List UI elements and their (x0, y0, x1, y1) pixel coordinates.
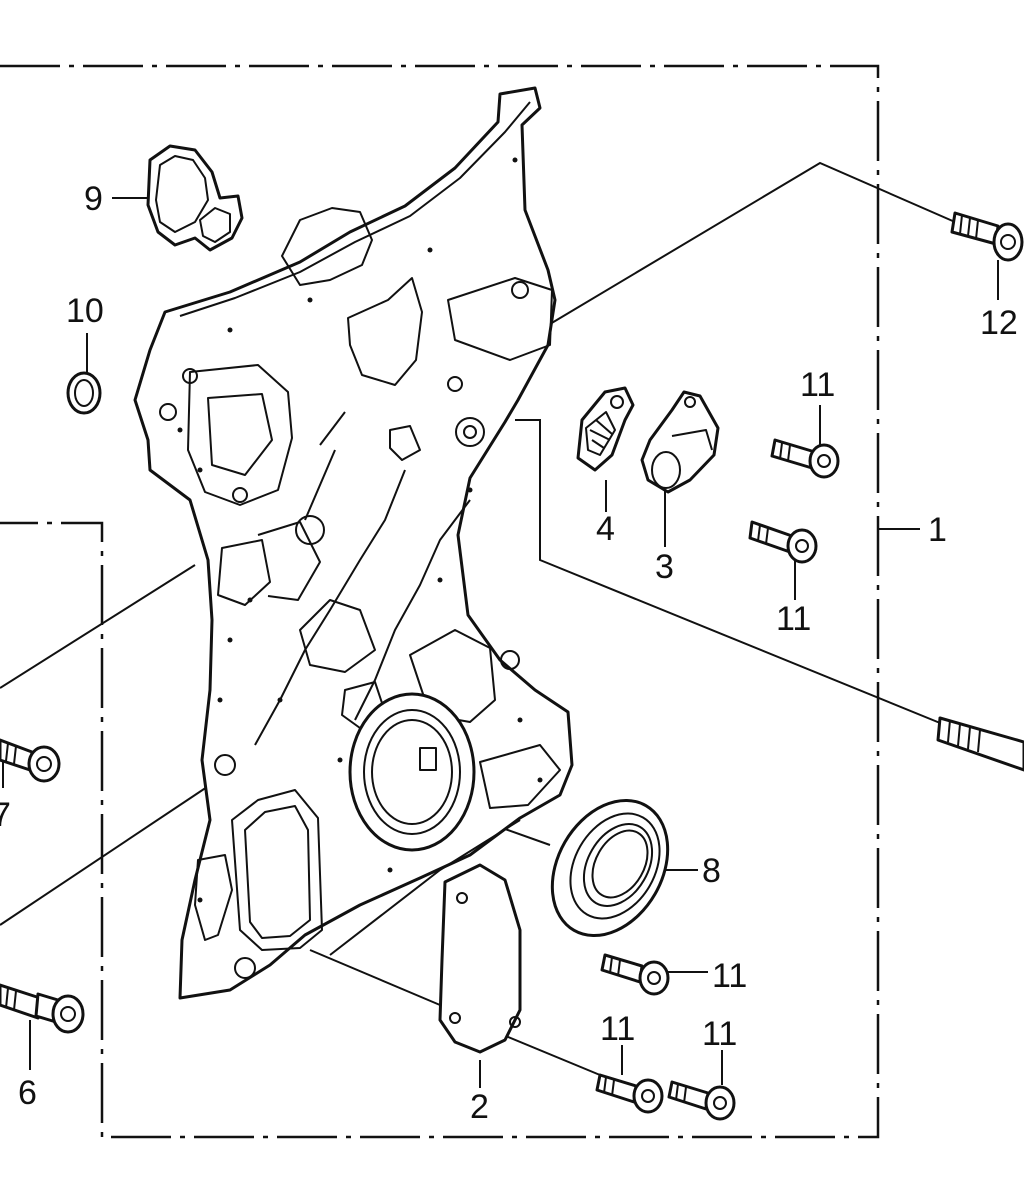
cover-plate-2 (438, 863, 522, 1054)
callout-11d: 11 (600, 1010, 635, 1048)
callout-11c: 11 (712, 957, 747, 995)
bracket-3 (640, 390, 720, 494)
timing-chain-case (133, 86, 574, 1000)
bolt-7 (0, 738, 61, 783)
bolt-6 (0, 983, 85, 1034)
callout-9: 9 (84, 180, 103, 218)
bolt-11a (770, 438, 840, 479)
callout-7: 7 (0, 796, 11, 834)
callout-10: 10 (66, 292, 104, 330)
callout-11e: 11 (702, 1015, 737, 1053)
callout-2: 2 (470, 1088, 489, 1126)
oil-seal-8 (550, 798, 670, 938)
bolt-11e (667, 1080, 736, 1121)
strainer-4 (576, 386, 635, 472)
o-ring-10 (66, 371, 102, 415)
callout-11a: 11 (800, 366, 835, 404)
leader-lines (0, 161, 999, 1088)
callout-labels: 1 2 3 4 6 7 8 9 10 11 11 11 11 11 12 (0, 180, 1018, 1126)
callout-12: 12 (980, 304, 1018, 342)
callout-8: 8 (702, 852, 721, 890)
callout-6: 6 (18, 1074, 37, 1112)
gasket-9 (146, 144, 244, 252)
callout-4: 4 (596, 510, 615, 548)
bolt-11c (600, 953, 670, 996)
bolt-long (936, 716, 1024, 772)
assembly-boundary (0, 64, 880, 1139)
callout-1: 1 (928, 511, 947, 549)
bolt-11d (595, 1073, 664, 1114)
callout-3: 3 (655, 548, 674, 586)
bolt-12 (950, 211, 1024, 262)
bolt-11b (748, 520, 818, 564)
callout-11b: 11 (776, 600, 811, 638)
